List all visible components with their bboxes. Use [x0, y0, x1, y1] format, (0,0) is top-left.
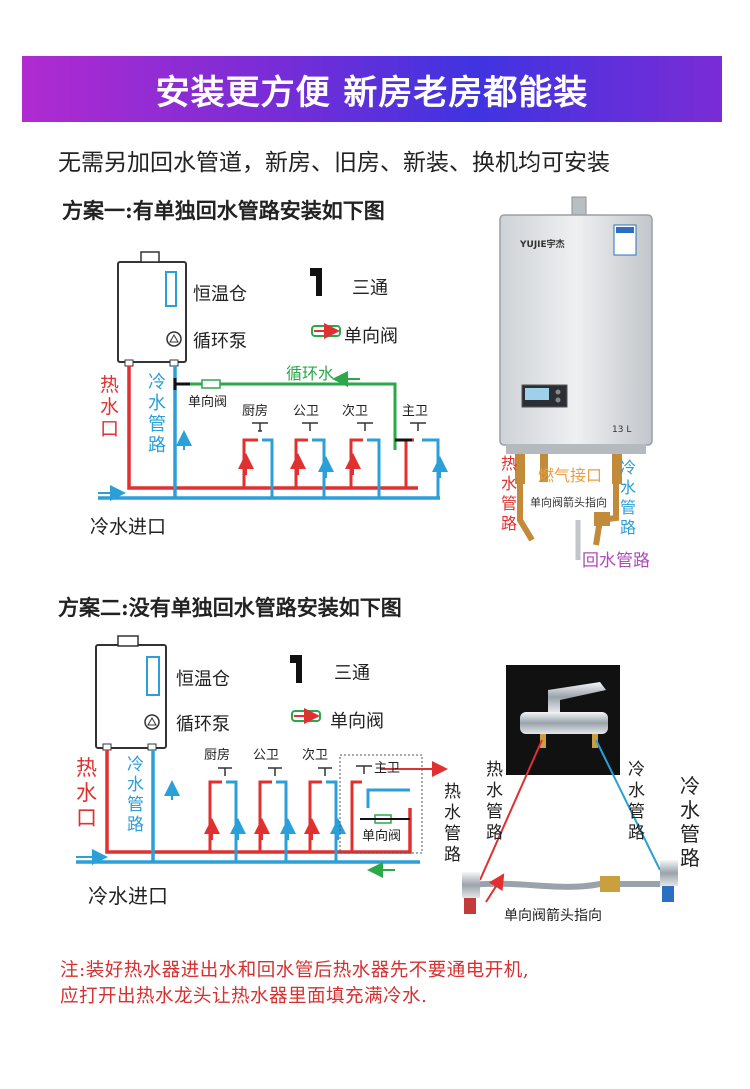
faucet-cold-label-b: 冷水管路	[680, 774, 700, 870]
scheme2-title: 方案二:没有单独回水管路安装如下图	[58, 595, 402, 620]
scheme1-room-public-bath: 公卫	[293, 404, 320, 419]
scheme2-legend-pump: 循环泵	[176, 714, 230, 735]
scheme1-room-kitchen: 厨房	[242, 404, 269, 419]
check-valve-icon	[201, 379, 221, 389]
scheme1-hot-label: 热水口	[100, 374, 120, 440]
note-line-1: 注:装好热水器进出水和回水管后热水器先不要通电开机,	[60, 960, 530, 981]
intro-text: 无需另加回水管道，新房、旧房、新装、换机均可安装	[58, 150, 610, 176]
chamber-icon	[165, 271, 177, 307]
scheme1-room-second-bath: 次卫	[342, 404, 369, 419]
scheme2-legend-tee: 三通	[334, 663, 370, 684]
heater-hot-label: 热水管路	[501, 454, 518, 533]
faucet-photo	[462, 665, 678, 914]
header-banner: 安装更方便 新房老房都能装	[22, 56, 722, 122]
scheme1-room-master-bath: 主卫	[402, 404, 429, 419]
scheme2-legend-chamber: 恒温仓	[176, 669, 230, 690]
tee-icon	[310, 268, 322, 296]
heater-gas-label: 燃气接口	[538, 466, 603, 485]
faucet-hot-label-a: 热水管路	[444, 782, 461, 865]
scheme1-legend-pump: 循环泵	[193, 331, 247, 352]
note-line-2: 应打开出热水龙头让热水器里面填充满冷水.	[60, 986, 428, 1007]
heater-return-label: 回水管路	[582, 551, 650, 571]
scheme1-circulation-label: 循环水	[286, 364, 335, 383]
tee-icon-2	[290, 655, 302, 683]
scheme1-cold-label: 冷水管路	[148, 372, 166, 456]
scheme2-room-master-bath: 主卫	[374, 761, 401, 776]
heater-cold-label: 冷水管路	[620, 458, 637, 537]
scheme1-title: 方案一:有单独回水管路安装如下图	[62, 198, 385, 223]
scheme2-diagram	[76, 635, 448, 878]
scheme1-legend-check: 单向阀	[344, 326, 398, 347]
scheme2-room-second-bath: 次卫	[302, 748, 329, 763]
faucet-arrow-note: 单向阀箭头指向	[504, 908, 602, 924]
heater-arrow-note: 单向阀箭头指向	[530, 496, 607, 509]
scheme1-risers	[176, 430, 448, 498]
banner-title: 安装更方便 新房老房都能装	[155, 72, 589, 113]
scheme2-room-kitchen: 厨房	[204, 748, 231, 763]
heater-capacity: 13 L	[612, 425, 632, 435]
chamber-icon-2	[146, 656, 160, 696]
water-heater-photo	[499, 196, 653, 560]
scheme1-diagram	[98, 251, 448, 501]
scheme2-legend-check: 单向阀	[330, 711, 384, 732]
scheme1-legend-chamber: 恒温仓	[193, 284, 247, 305]
scheme2-cold-label: 冷水管路	[127, 755, 144, 835]
scheme1-check-valve-label: 单向阀	[188, 395, 228, 410]
scheme2-cold-inlet: 冷水进口	[88, 884, 168, 908]
scheme2-room-public-bath: 公卫	[253, 748, 280, 763]
faucet-cold-label-a: 冷水管路	[628, 760, 645, 843]
scheme2-check-valve-label: 单向阀	[362, 829, 402, 844]
legend-check-valve-icon-2	[291, 708, 321, 724]
legend-check-valve-icon	[311, 323, 341, 339]
faucet-hot-label-b: 热水管路	[486, 760, 503, 843]
scheme1-faucets	[252, 422, 426, 432]
note-text: 注:装好热水器进出水和回水管后热水器先不要通电开机, 应打开出热水龙头让热水器里…	[60, 958, 529, 1010]
scheme1-cold-inlet: 冷水进口	[90, 516, 167, 538]
scheme1-legend-tee: 三通	[352, 278, 388, 299]
heater-brand: YUJIE宇杰	[520, 240, 565, 250]
scheme2-faucets	[218, 765, 372, 776]
scheme2-hot-label: 热水口	[76, 756, 97, 830]
scheme2-risers	[164, 780, 362, 862]
